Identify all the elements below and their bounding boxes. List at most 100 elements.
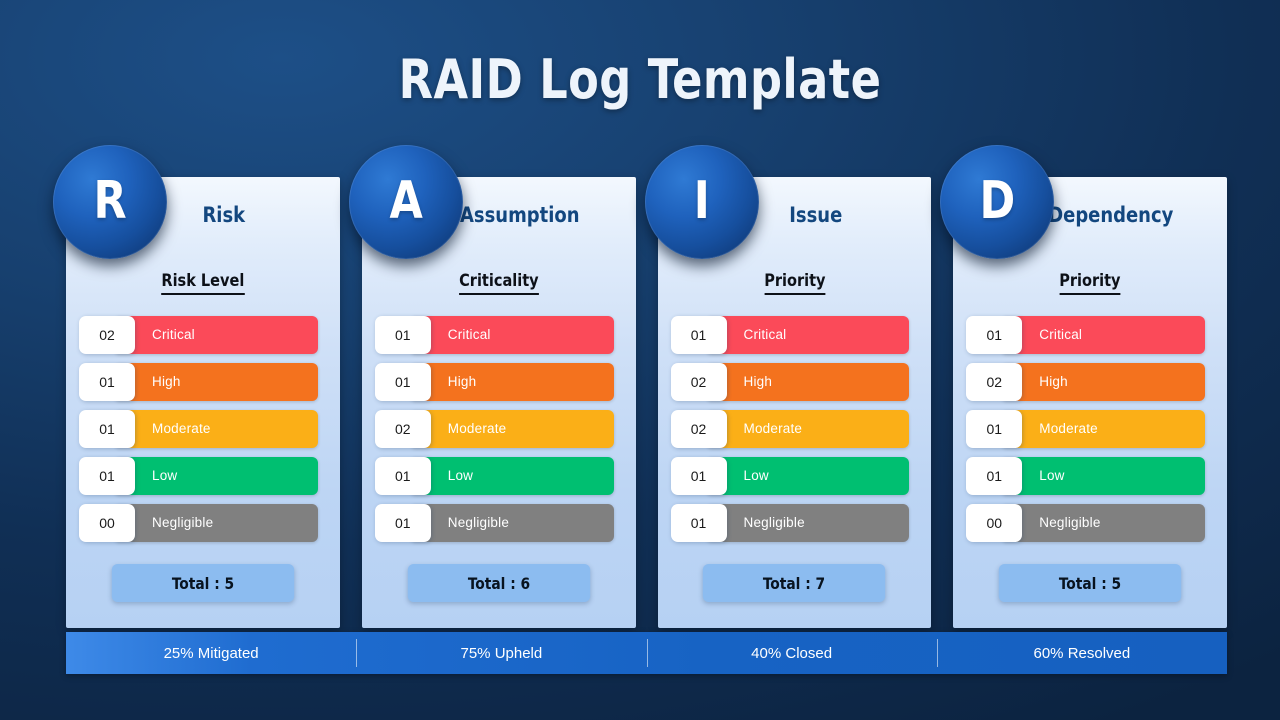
severity-row: Low 01	[362, 452, 624, 499]
column-subtitle-text: Priority	[1059, 271, 1121, 295]
severity-pill-critical: Critical	[1001, 315, 1205, 354]
severity-row: Moderate 01	[66, 405, 328, 452]
severity-label: Critical	[447, 327, 491, 342]
severity-label: Critical	[1039, 327, 1083, 342]
severity-label: High	[743, 374, 773, 389]
column-title: Risk	[202, 203, 246, 227]
total-badge: Total : 5	[111, 564, 295, 602]
severity-count: 01	[79, 409, 135, 448]
column-subtitle-text: Risk Level	[161, 271, 245, 295]
severity-label: Critical	[743, 327, 787, 342]
column-title: Assumption	[459, 203, 580, 227]
total-wrapper: Total : 5	[953, 564, 1227, 602]
column-subtitle: Risk Level	[73, 271, 333, 295]
severity-label: Moderate	[152, 421, 211, 436]
badge-letter: A	[389, 171, 423, 231]
footer-status-assumption: 75% Upheld	[356, 632, 646, 674]
column-subtitle: Criticality	[369, 271, 629, 295]
severity-label: Low	[152, 468, 178, 483]
total-badge: Total : 7	[703, 564, 886, 602]
severity-row: Low 01	[658, 452, 920, 499]
footer-status-dependency: 60% Resolved	[936, 632, 1227, 674]
severity-pill-high: High	[114, 362, 318, 401]
severity-label: Moderate	[447, 421, 507, 436]
footer-status-issue: 40% Closed	[646, 632, 937, 674]
footer-status-risk: 25% Mitigated	[163, 644, 259, 662]
column-title: Issue	[788, 203, 842, 227]
total-badge: Total : 6	[407, 564, 590, 602]
badge-letter: I	[693, 171, 710, 231]
severity-label: Negligible	[447, 515, 510, 530]
total-badge: Total : 5	[998, 564, 1182, 602]
total-wrapper: Total : 6	[362, 564, 636, 602]
column-subtitle: Priority	[664, 271, 924, 295]
severity-count: 00	[79, 503, 135, 542]
severity-pill-low: Low	[409, 456, 614, 495]
severity-pill-low: Low	[114, 456, 318, 495]
severity-label: High	[152, 374, 181, 389]
severity-count: 00	[966, 503, 1023, 542]
page-title: RAID Log Template	[398, 48, 882, 111]
severity-label: Negligible	[152, 515, 214, 530]
column-badge-circle-d: D	[940, 145, 1055, 259]
severity-pill-critical: Critical	[114, 315, 318, 354]
severity-pill-negligible: Negligible	[1001, 503, 1205, 542]
severity-row: Moderate 01	[953, 405, 1215, 452]
severity-pill-negligible: Negligible	[114, 503, 318, 542]
column-badge-circle-i: I	[644, 145, 759, 259]
severity-pill-critical: Critical	[409, 315, 614, 354]
severity-row: Critical 01	[953, 311, 1215, 358]
column-badge-circle-a: A	[348, 145, 463, 259]
severity-pill-moderate: Moderate	[1001, 409, 1205, 448]
severity-count: 01	[966, 315, 1023, 354]
severity-pill-moderate: Moderate	[409, 409, 614, 448]
severity-count: 02	[966, 362, 1023, 401]
severity-count: 02	[670, 409, 727, 448]
severity-count: 02	[79, 315, 135, 354]
severity-count: 01	[374, 456, 431, 495]
column-badge-circle-r: R	[53, 145, 167, 259]
severity-pill-critical: Critical	[705, 315, 910, 354]
severity-row: Negligible 01	[658, 499, 920, 546]
severity-count: 01	[374, 362, 431, 401]
severity-pill-negligible: Negligible	[705, 503, 910, 542]
severity-count: 01	[374, 503, 431, 542]
severity-pill-negligible: Negligible	[409, 503, 614, 542]
severity-label: Moderate	[743, 421, 803, 436]
severity-count: 01	[966, 456, 1023, 495]
column-title: Dependency	[1048, 203, 1174, 227]
severity-label: Moderate	[1039, 421, 1098, 436]
total-wrapper: Total : 7	[658, 564, 932, 602]
severity-pill-high: High	[705, 362, 910, 401]
severity-label: Low	[743, 468, 769, 483]
severity-label: Low	[447, 468, 474, 483]
severity-count: 01	[670, 456, 727, 495]
severity-pill-high: High	[1001, 362, 1205, 401]
severity-row: Negligible 00	[953, 499, 1215, 546]
severity-pill-low: Low	[705, 456, 910, 495]
column-subtitle: Priority	[960, 271, 1220, 295]
severity-count: 01	[670, 503, 727, 542]
column-subtitle-text: Criticality	[458, 271, 539, 295]
severity-row: High 02	[658, 358, 920, 405]
severity-label: Low	[1039, 468, 1065, 483]
severity-row: Negligible 00	[66, 499, 328, 546]
severity-label: Negligible	[743, 515, 805, 530]
severity-count: 02	[670, 362, 727, 401]
severity-label: Negligible	[1039, 515, 1101, 530]
total-wrapper: Total : 5	[66, 564, 340, 602]
severity-count: 01	[966, 409, 1023, 448]
